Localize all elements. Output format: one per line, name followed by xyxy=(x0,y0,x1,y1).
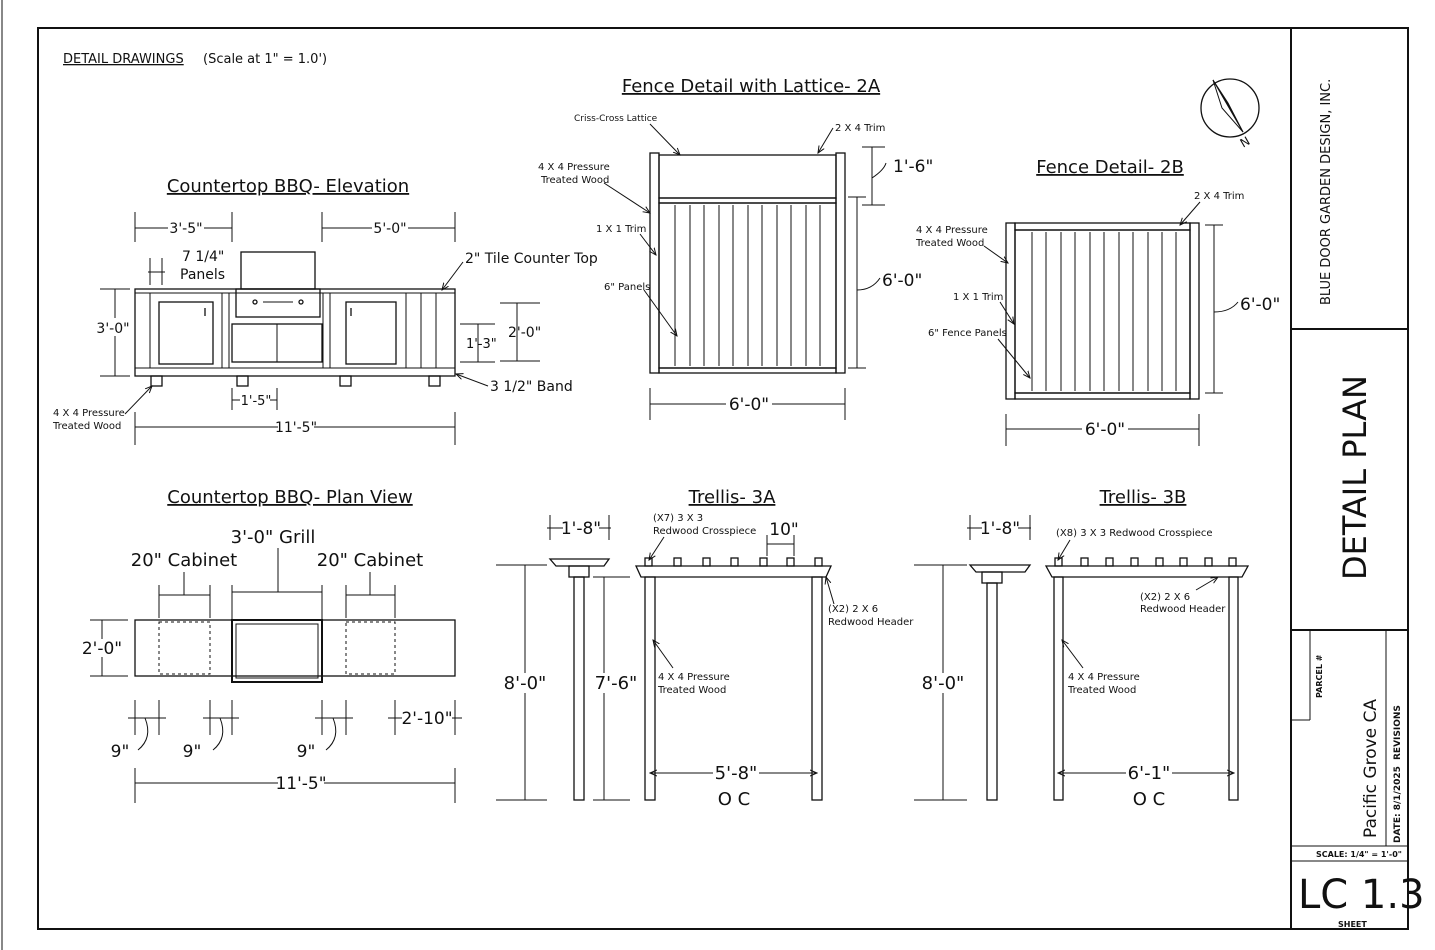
fence-2b-trim1-label: 1 X 1 Trim xyxy=(953,292,1003,303)
fence-2b-height: 6'-0" xyxy=(1240,295,1280,315)
bbq-plan-cab-left: 20" Cabinet xyxy=(131,550,237,571)
fence-2b-width: 6'-0" xyxy=(1085,420,1125,440)
trellis-3a-header-1: (X2) 2 X 6 xyxy=(828,604,878,615)
trellis-3b-post-2: Treated Wood xyxy=(1067,685,1136,696)
sheet-number: LC 1.3 xyxy=(1298,872,1425,918)
trellis-3b-span: 6'-1" xyxy=(1128,763,1171,784)
fence-2b-trim-label: 2 X 4 Trim xyxy=(1194,191,1244,202)
trellis-3b-oc: O C xyxy=(1133,789,1165,810)
bbq-dim-right-top: 5'-0" xyxy=(373,221,406,237)
fence-2a-lattice-height: 1'-6" xyxy=(893,157,933,177)
trellis-3a-post-2: Treated Wood xyxy=(657,685,726,696)
svg-text:N: N xyxy=(1238,134,1253,151)
trellis-3b-header-2: Redwood Header xyxy=(1140,604,1226,615)
bbq-plan-depth: 2'-0" xyxy=(82,639,122,659)
trellis-3b: Trellis- 3B 1'-8" 8'-0" (X8) 3 X 3 Redwo… xyxy=(914,487,1250,810)
bbq-plan-overall: 11'-5" xyxy=(275,774,326,794)
trellis-3a-crosspiece-2: Redwood Crosspiece xyxy=(653,526,756,537)
bbq-plan-gap-2: 9" xyxy=(183,742,202,762)
fence-2b-panels-label: 6" Fence Panels xyxy=(928,328,1007,339)
fence-2a-panel-height: 6'-0" xyxy=(882,271,922,291)
fence-detail-2a: Fence Detail with Lattice- 2A Criss-Cros… xyxy=(538,76,933,420)
trellis-3a-oc: O C xyxy=(718,789,750,810)
bbq-plan-grill: 3'-0" Grill xyxy=(231,527,316,548)
company-name: BLUE DOOR GARDEN DESIGN, INC. xyxy=(1319,79,1334,305)
bbq-band-label: 3 1/2" Band xyxy=(490,379,573,395)
bbq-plan-title: Countertop BBQ- Plan View xyxy=(167,487,412,508)
bbq-dim-left-top: 3'-5" xyxy=(169,221,202,237)
scale-note: (Scale at 1" = 1.0') xyxy=(203,52,327,67)
fence-2b-post-label-2: Treated Wood xyxy=(915,238,984,249)
fence-2b-post-label-1: 4 X 4 Pressure xyxy=(916,225,988,236)
bbq-counter-label: 2" Tile Counter Top xyxy=(465,251,598,267)
trellis-3a-side-width: 1'-8" xyxy=(561,519,601,539)
bbq-height: 3'-0" xyxy=(96,321,129,337)
trellis-3b-height-total: 8'-0" xyxy=(922,673,965,694)
fence-2a-title: Fence Detail with Lattice- 2A xyxy=(622,76,881,97)
trellis-3a-title: Trellis- 3A xyxy=(688,487,776,508)
fence-2a-panels-label: 6" Panels xyxy=(604,282,650,293)
bbq-elevation: Countertop BBQ- Elevation xyxy=(52,176,598,445)
bbq-plan-gap-3: 9" xyxy=(297,742,316,762)
fence-detail-2b: Fence Detail- 2B 2 X 4 Trim 4 X 4 Pressu… xyxy=(915,157,1280,446)
trellis-3a: Trellis- 3A 1'-8" 8'-0" 7'-6" (X7) 3 X 3… xyxy=(496,487,914,810)
sheet-border xyxy=(37,27,1409,930)
sheet-label: SHEET xyxy=(1338,920,1367,929)
bbq-plan-end: 2'-10" xyxy=(401,709,452,729)
trellis-3a-crosspiece-1: (X7) 3 X 3 xyxy=(653,513,703,524)
bbq-plan-cab-right: 20" Cabinet xyxy=(317,550,423,571)
bbq-overall: 11'-5" xyxy=(275,420,317,436)
sheet-header: DETAIL DRAWINGS xyxy=(63,52,184,67)
fence-2a-trim-label: 2 X 4 Trim xyxy=(835,123,885,134)
bbq-panels-label: Panels xyxy=(180,267,225,283)
scale: SCALE: 1/4" = 1'-0" xyxy=(1316,850,1402,859)
revisions-label: REVISIONS xyxy=(1393,705,1403,760)
bbq-elevation-title: Countertop BBQ- Elevation xyxy=(167,176,409,197)
fence-2a-lattice-label: Criss-Cross Lattice xyxy=(574,114,658,124)
bbq-drawer-width: 1'-5" xyxy=(241,394,272,409)
trellis-3a-height-total: 8'-0" xyxy=(504,673,547,694)
north-arrow-icon: N xyxy=(1200,78,1260,151)
trellis-3a-post-1: 4 X 4 Pressure xyxy=(658,672,730,683)
trellis-3a-height-clear: 7'-6" xyxy=(595,673,638,694)
trellis-3b-side-width: 1'-8" xyxy=(980,519,1020,539)
fence-2a-width: 6'-0" xyxy=(729,395,769,415)
fence-2b-title: Fence Detail- 2B xyxy=(1036,157,1184,178)
fence-2a-trim1-label: 1 X 1 Trim xyxy=(596,224,646,235)
plan-name: DETAIL PLAN xyxy=(1336,375,1374,580)
trellis-3b-header-1: (X2) 2 X 6 xyxy=(1140,592,1190,603)
fence-2a-post-label-2: Treated Wood xyxy=(540,175,609,186)
title-block: BLUE DOOR GARDEN DESIGN, INC. DETAIL PLA… xyxy=(1291,79,1425,929)
trellis-3b-post-1: 4 X 4 Pressure xyxy=(1068,672,1140,683)
bbq-panels-width: 7 1/4" xyxy=(182,249,224,265)
trellis-3a-spacing: 10" xyxy=(769,520,798,540)
trellis-3b-title: Trellis- 3B xyxy=(1099,487,1187,508)
bbq-plan-view: Countertop BBQ- Plan View 3'-0" Grill 20… xyxy=(82,487,462,803)
bbq-post-label-2: Treated Wood xyxy=(52,421,121,432)
bbq-post-label-1: 4 X 4 Pressure xyxy=(53,408,125,419)
trellis-3a-header-2: Redwood Header xyxy=(828,617,914,628)
bbq-plan-gap-1: 9" xyxy=(111,742,130,762)
trellis-3a-span: 5'-8" xyxy=(715,763,758,784)
bbq-door-height: 2'-0" xyxy=(508,325,541,341)
trellis-3b-crosspiece: (X8) 3 X 3 Redwood Crosspiece xyxy=(1056,528,1213,539)
date: DATE: 8/1/2025 xyxy=(1393,766,1403,843)
fence-2a-post-label-1: 4 X 4 Pressure xyxy=(538,162,610,173)
bbq-drawer-height: 1'-3" xyxy=(466,337,497,352)
parcel-label: PARCEL # xyxy=(1315,654,1324,698)
location: Pacific Grove CA xyxy=(1361,699,1381,838)
